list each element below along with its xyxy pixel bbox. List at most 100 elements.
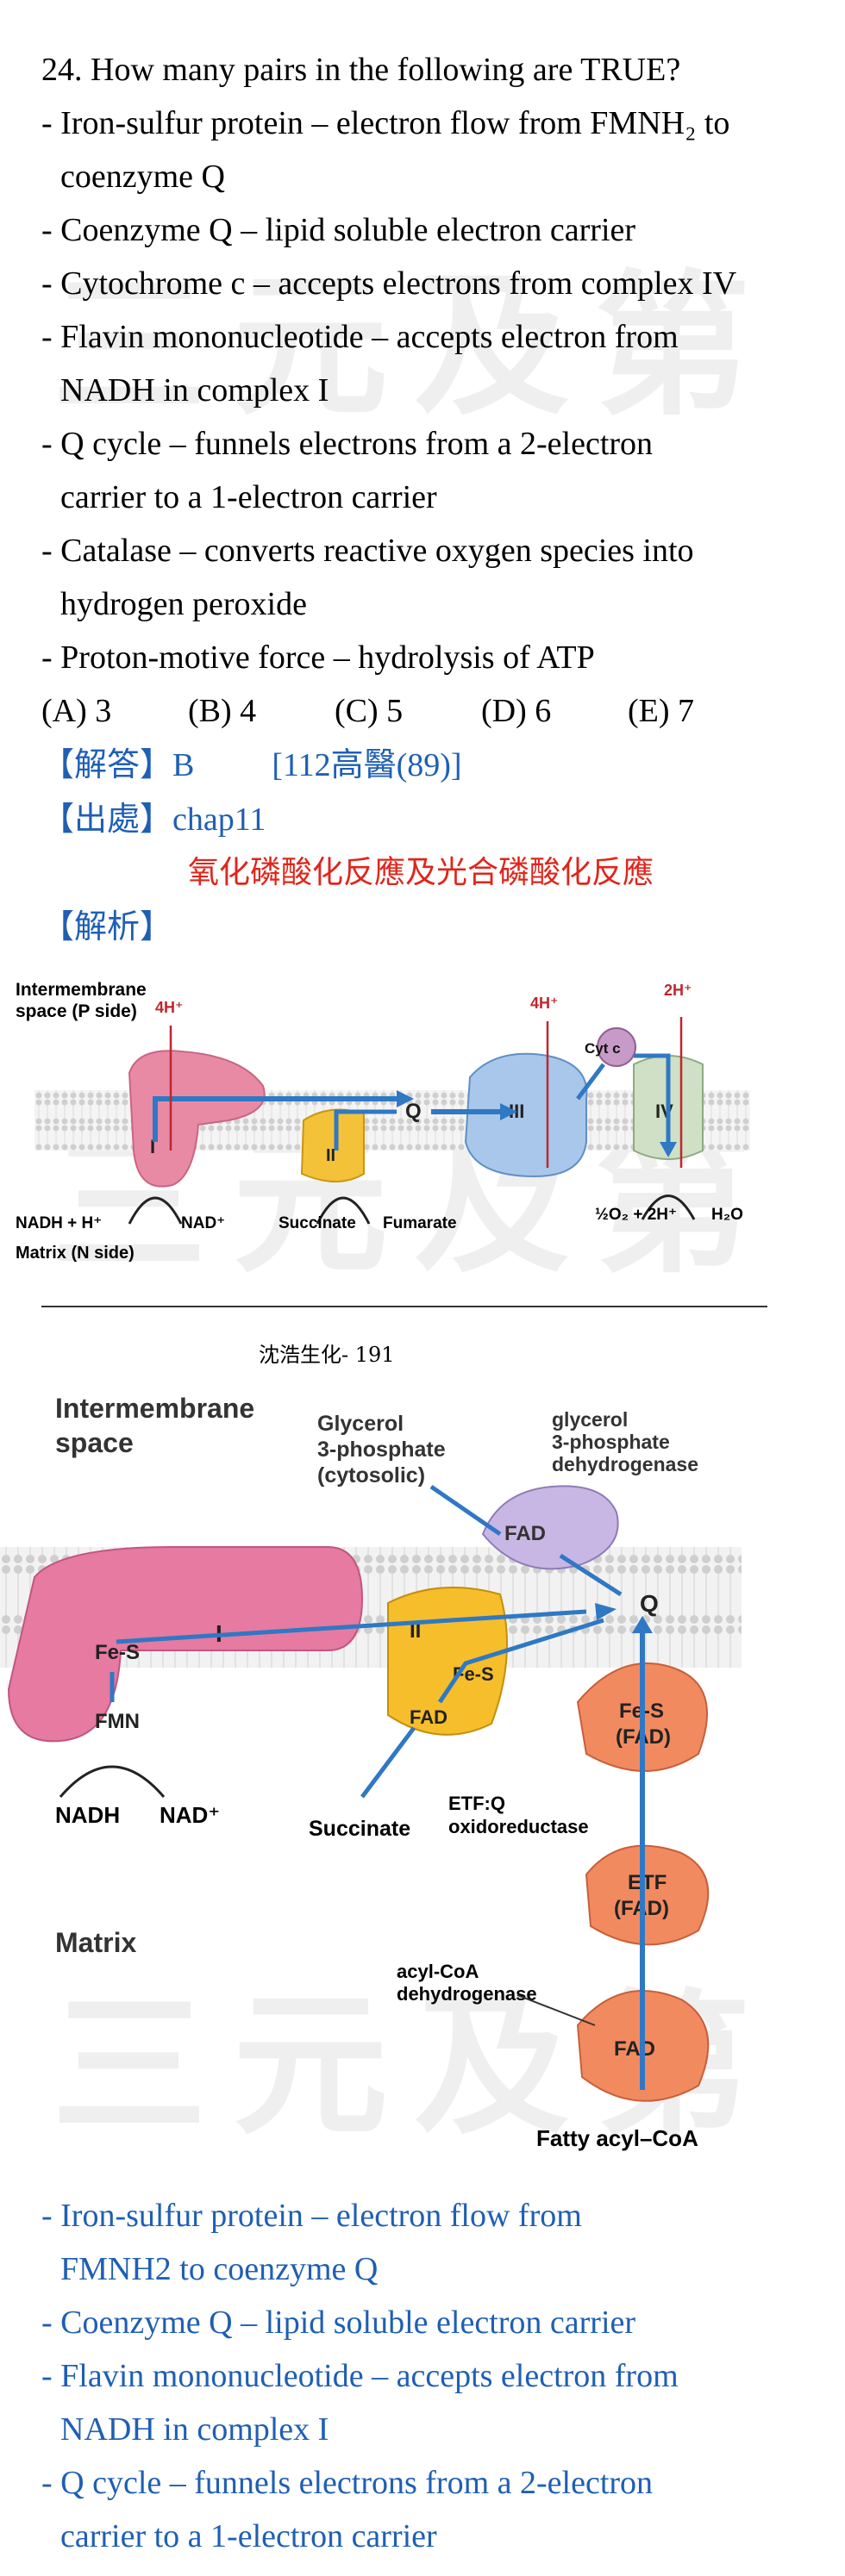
question-item: - Flavin mononucleotide – accepts electr…	[41, 319, 679, 355]
page-label: 沈浩生化- 191	[259, 1343, 395, 1367]
complex-ii	[387, 1587, 508, 1736]
question-item: - Catalase – converts reactive oxygen sp…	[41, 533, 694, 569]
glycerol-label-3: (cytosolic)	[317, 1463, 425, 1488]
question-item-cont: NADH in complex I	[60, 372, 329, 409]
answer-options: (A) 3 (B) 4 (C) 5 (D) 6 (E) 7	[41, 684, 817, 738]
question-item: - Q cycle – funnels electrons from a 2-e…	[41, 426, 654, 462]
complex-i	[128, 1050, 266, 1188]
explanation-item: - Flavin mononucleotide – accepts electr…	[41, 2358, 679, 2394]
nadh-label: NADH + H⁺	[16, 1214, 102, 1232]
question-block: 24. How many pairs in the following are …	[41, 43, 817, 953]
complex-i	[7, 1546, 364, 1743]
question-stem: 24. How many pairs in the following are …	[41, 52, 681, 88]
complex-ii-label: II	[410, 1619, 421, 1643]
question-item: - Iron-sulfur protein – electron flow fr…	[41, 105, 730, 141]
gpdh-label-3: dehydrogenase	[552, 1453, 698, 1475]
explanation-item: - Coenzyme Q – lipid soluble electron ca…	[41, 2305, 636, 2341]
cytochrome-c	[597, 1027, 636, 1067]
glycerol-label: Glycerol	[317, 1412, 404, 1436]
complex-ii-label: II	[326, 1146, 335, 1165]
fig1-title-2: space (P side)	[16, 1001, 137, 1021]
nadh-label: NADH	[55, 1802, 120, 1828]
fig2-title: Intermembrane	[55, 1393, 254, 1424]
reaction-arrow	[316, 1196, 371, 1225]
fatty-acyl-label: Fatty acyl–CoA	[536, 2125, 698, 2151]
question-item-cont: carrier to a 1-electron carrier	[60, 479, 437, 515]
option-b: (B) 4	[188, 693, 257, 729]
origin-topic: 氧化磷酸化反應及光合磷酸化反應	[188, 855, 654, 890]
gpdh-protein	[481, 1485, 619, 1570]
explanation-item-cont: FMNH2 to coenzyme Q	[60, 2251, 379, 2287]
fad-label-3: FAD	[614, 2037, 655, 2061]
option-a: (A) 3	[41, 693, 112, 729]
arrowhead-icon	[500, 1103, 517, 1120]
fes-label: Fe-S	[95, 1641, 140, 1664]
q-label: Q	[405, 1100, 422, 1123]
figure-q-pathways: Intermembrane space Glycerol 3-phosphate…	[0, 1393, 742, 2151]
arrowhead-icon	[397, 1090, 414, 1107]
acyl-dh-label: acyl-CoA	[397, 1961, 479, 1982]
reaction-arrow	[59, 1765, 166, 1798]
h3-label: 2H⁺	[664, 982, 692, 999]
electron-flow-arrow	[334, 1109, 397, 1151]
answer-source: [112高醫(89)]	[272, 747, 462, 783]
electron-flow-arrow	[437, 1618, 604, 1704]
origin-chapter: chap11	[172, 801, 266, 838]
etf-label: ETF	[628, 1871, 667, 1894]
electron-flow-arrow	[360, 1726, 416, 1799]
succinate-label: Succinate	[279, 1214, 356, 1232]
electron-flow-arrow	[576, 1063, 605, 1101]
answer-label: 【解答】	[41, 745, 173, 783]
origin-line: 【出處】chap11	[41, 792, 817, 846]
answer-line: 【解答】B [112高醫(89)]	[41, 738, 817, 792]
explanation-item: - Iron-sulfur protein – electron flow fr…	[41, 2198, 582, 2234]
fig1-title: Intermembrane	[16, 980, 147, 1000]
acyl-dh-label-2: dehydrogenase	[397, 1983, 537, 2005]
answer-value: B	[172, 747, 195, 783]
figure-etc: Intermembrane space (P side) I II III Cy…	[16, 980, 750, 1263]
complex-i-label: I	[150, 1136, 155, 1157]
etfq-label-2: oxidoreductase	[448, 1816, 589, 1837]
explanation-item: - Q cycle – funnels electrons from a 2-e…	[41, 2465, 654, 2501]
arrowhead-icon	[595, 1603, 617, 1620]
fad-label: FAD	[504, 1522, 546, 1545]
fmn-label: FMN	[95, 1710, 140, 1733]
origin-label: 【出處】	[41, 800, 173, 838]
explanation-item-cont: carrier to a 1-electron carrier	[60, 2518, 437, 2554]
fumarate-label: Fumarate	[383, 1214, 457, 1232]
complex-iv-label: IV	[655, 1101, 673, 1122]
question-item: - Coenzyme Q – lipid soluble electron ca…	[41, 212, 636, 248]
watermark: 三元及第	[52, 257, 777, 437]
fad-label-2: FAD	[410, 1706, 448, 1728]
o2-label: ½O₂ + 2H⁺	[595, 1206, 677, 1224]
reaction-arrow	[128, 1196, 183, 1225]
nad-label: NAD⁺	[181, 1214, 225, 1232]
nad-label: NAD⁺	[160, 1802, 220, 1828]
complex-iii	[464, 1052, 588, 1178]
question-item: - Proton-motive force – hydrolysis of AT…	[41, 639, 595, 676]
fig2-title-2: space	[55, 1427, 134, 1458]
matrix-label: Matrix (N side)	[16, 1244, 135, 1263]
succinate-label: Succinate	[309, 1817, 410, 1841]
glycerol-label-2: 3-phosphate	[317, 1438, 446, 1462]
question-item: - Cytochrome c – accepts electrons from …	[41, 265, 737, 302]
electron-flow-arrow	[153, 1096, 397, 1142]
question-item-cont: coenzyme Q	[60, 159, 225, 195]
complex-ii	[300, 1108, 365, 1182]
q-label: Q	[640, 1590, 659, 1617]
h2o-label: H₂O	[711, 1206, 743, 1224]
electron-flow-arrow	[634, 1053, 671, 1142]
question-item-cont: hydrogen peroxide	[60, 586, 307, 622]
h1-label: 4H⁺	[155, 999, 184, 1016]
matrix-label: Matrix	[55, 1927, 136, 1958]
cyt-c-label: Cyt c	[585, 1040, 621, 1057]
h2-label: 4H⁺	[530, 995, 559, 1012]
electron-flow-arrow	[116, 1609, 587, 1644]
arrowhead-icon	[660, 1142, 677, 1157]
analysis-label: 【解析】	[41, 908, 173, 945]
etf-protein	[585, 1844, 710, 1946]
reaction-arrow	[641, 1194, 696, 1220]
gpdh-label-2: 3-phosphate	[552, 1431, 670, 1453]
gpdh-label: glycerol	[552, 1408, 628, 1431]
etfq-label: ETF:Q	[448, 1793, 505, 1814]
